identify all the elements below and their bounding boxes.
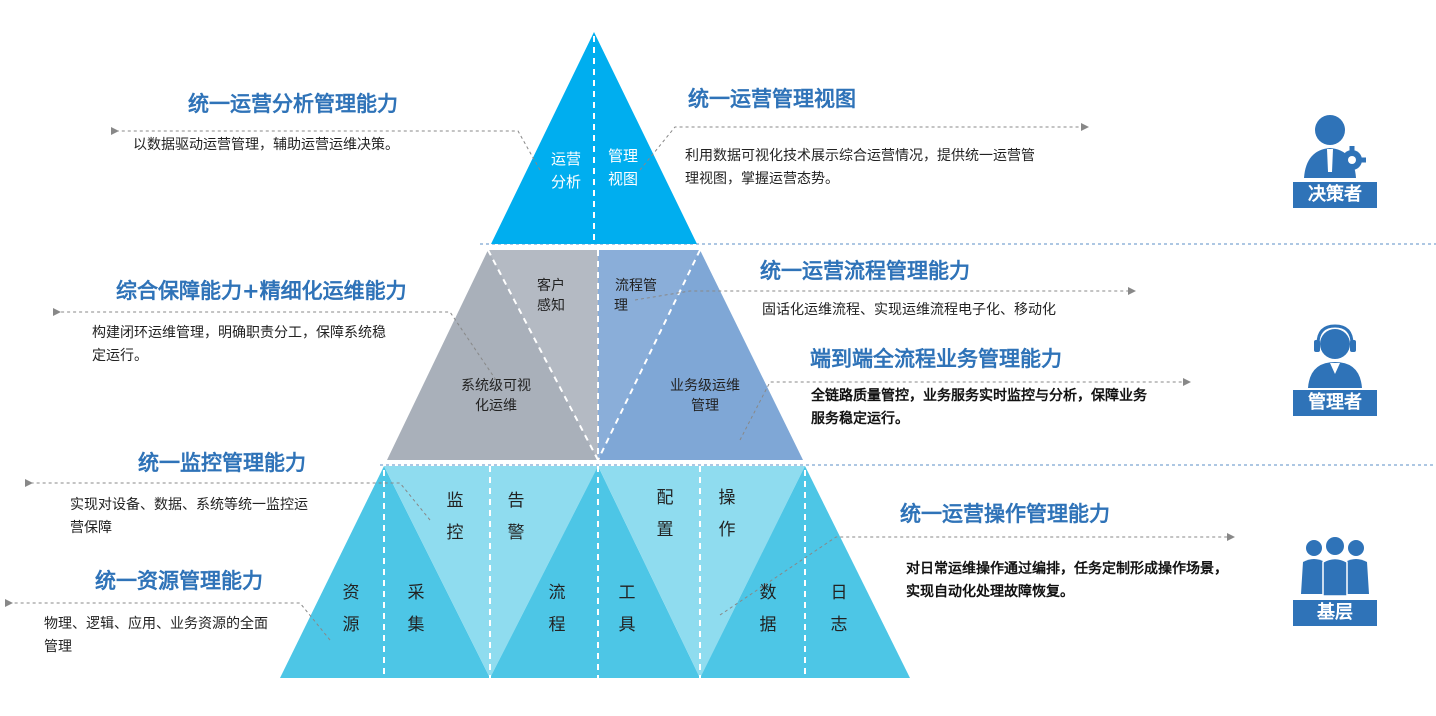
label-collect-2: 集 bbox=[408, 615, 425, 635]
label-customer-1: 客户 bbox=[537, 277, 565, 294]
desc-mgmt-view: 利用数据可视化技术展示综合运营情况，提供统一运营管 理视图，掌握运营态势。 bbox=[685, 145, 1035, 191]
bottom-center-dark bbox=[490, 466, 700, 678]
label-ops-analysis-2: 分析 bbox=[551, 173, 581, 191]
label-system-2: 化运维 bbox=[475, 398, 517, 414]
label-log-2: 志 bbox=[831, 615, 848, 635]
desc-line: 全链路质量管控，业务服务实时监控与分析，保障业务 bbox=[811, 388, 1147, 404]
heading-operation: 统一运营操作管理能力 bbox=[900, 502, 1110, 526]
desc-line: 利用数据可视化技术展示综合运营情况，提供统一运营管 bbox=[685, 148, 1035, 164]
label-config-1: 配 bbox=[657, 488, 674, 508]
label-flow-2: 程 bbox=[549, 615, 566, 635]
heading-end-to-end: 端到端全流程业务管理能力 bbox=[810, 347, 1062, 371]
label-monitor-1: 监 bbox=[447, 491, 464, 511]
label-monitor-2: 控 bbox=[447, 523, 464, 543]
heading-mgmt-view: 统一运营管理视图 bbox=[688, 87, 856, 111]
role-manager: 管理者 bbox=[1290, 322, 1380, 416]
desc-line: 定运行。 bbox=[92, 348, 148, 364]
label-alarm-2: 警 bbox=[508, 523, 525, 543]
heading-process: 统一运营流程管理能力 bbox=[760, 259, 970, 283]
role-label: 管理者 bbox=[1293, 390, 1377, 416]
label-process-1: 流程管 bbox=[615, 278, 657, 294]
connector-left-2 bbox=[53, 308, 497, 381]
decision-maker-icon bbox=[1304, 115, 1366, 178]
label-tool-2: 具 bbox=[619, 615, 636, 635]
desc-guarantee: 构建闭环运维管理，明确职责分工，保障系统稳 定运行。 bbox=[92, 322, 386, 368]
desc-line: 理视图，掌握运营态势。 bbox=[685, 171, 839, 187]
desc-end-to-end: 全链路质量管控，业务服务实时监控与分析，保障业务 服务稳定运行。 bbox=[811, 385, 1147, 431]
desc-line: 管理 bbox=[44, 639, 72, 655]
heading-guarantee: 综合保障能力+精细化运维能力 bbox=[116, 279, 407, 303]
label-business-2: 管理 bbox=[691, 398, 719, 414]
desc-line: 实现自动化处理故障恢复。 bbox=[906, 584, 1074, 600]
connector-right-2 bbox=[634, 287, 1136, 301]
connector-right-4 bbox=[719, 533, 1235, 616]
desc-line: 固话化运维流程、实现运维流程电子化、移动化 bbox=[762, 302, 1056, 318]
bottom-inv-right-light bbox=[598, 466, 805, 678]
label-config-2: 置 bbox=[657, 520, 674, 540]
label-alarm-1: 告 bbox=[508, 491, 525, 511]
role-label: 决策者 bbox=[1293, 182, 1377, 208]
desc-monitor: 实现对设备、数据、系统等统一监控运 营保障 bbox=[70, 494, 308, 540]
desc-line: 物理、逻辑、应用、业务资源的全面 bbox=[44, 616, 268, 632]
label-operate-1: 操 bbox=[719, 488, 736, 508]
heading-resource: 统一资源管理能力 bbox=[95, 569, 263, 593]
desc-line: 实现对设备、数据、系统等统一监控运 bbox=[70, 497, 308, 513]
desc-resource: 物理、逻辑、应用、业务资源的全面 管理 bbox=[44, 613, 268, 659]
heading-monitor: 统一监控管理能力 bbox=[138, 451, 306, 475]
role-decision-maker: 决策者 bbox=[1290, 112, 1380, 208]
manager-headset-icon bbox=[1308, 324, 1362, 388]
desc-line: 对日常运维操作通过编排，任务定制形成操作场景， bbox=[906, 561, 1228, 577]
label-log-1: 日 bbox=[831, 583, 848, 603]
middle-divider-right bbox=[597, 249, 701, 461]
desc-line: 营保障 bbox=[70, 520, 112, 536]
staff-group-icon bbox=[1301, 537, 1369, 597]
label-resource-1: 资 bbox=[343, 583, 360, 603]
desc-line: 服务稳定运行。 bbox=[811, 411, 909, 427]
label-data-2: 据 bbox=[760, 615, 777, 635]
connector-right-1 bbox=[639, 123, 1089, 171]
desc-ops-analysis: 以数据驱动运营管理，辅助运营运维决策。 bbox=[133, 134, 399, 157]
desc-process: 固话化运维流程、实现运维流程电子化、移动化 bbox=[762, 299, 1056, 322]
role-label: 基层 bbox=[1293, 600, 1377, 626]
label-mgmt-view-2: 视图 bbox=[608, 170, 638, 188]
label-customer-2: 感知 bbox=[537, 297, 565, 314]
label-process-2: 理 bbox=[614, 298, 628, 314]
bottom-inv-left-light bbox=[384, 466, 598, 678]
label-ops-analysis-1: 运营 bbox=[551, 150, 581, 168]
label-business-1: 业务级运维 bbox=[670, 378, 740, 394]
role-staff: 基层 bbox=[1290, 536, 1380, 626]
label-system-1: 系统级可视 bbox=[461, 378, 531, 394]
desc-operation: 对日常运维操作通过编排，任务定制形成操作场景， 实现自动化处理故障恢复。 bbox=[906, 558, 1228, 604]
heading-ops-analysis: 统一运营分析管理能力 bbox=[188, 92, 398, 116]
label-data-1: 数 bbox=[760, 583, 777, 603]
desc-line: 构建闭环运维管理，明确职责分工，保障系统稳 bbox=[92, 325, 386, 341]
connector-left-1 bbox=[111, 127, 541, 171]
label-tool-1: 工 bbox=[619, 583, 636, 603]
label-collect-1: 采 bbox=[408, 583, 425, 603]
label-mgmt-view-1: 管理 bbox=[608, 147, 638, 165]
label-resource-2: 源 bbox=[343, 615, 360, 635]
desc-line: 以数据驱动运营管理，辅助运营运维决策。 bbox=[133, 137, 399, 153]
label-flow-1: 流 bbox=[549, 583, 566, 603]
label-operate-2: 作 bbox=[719, 520, 736, 540]
